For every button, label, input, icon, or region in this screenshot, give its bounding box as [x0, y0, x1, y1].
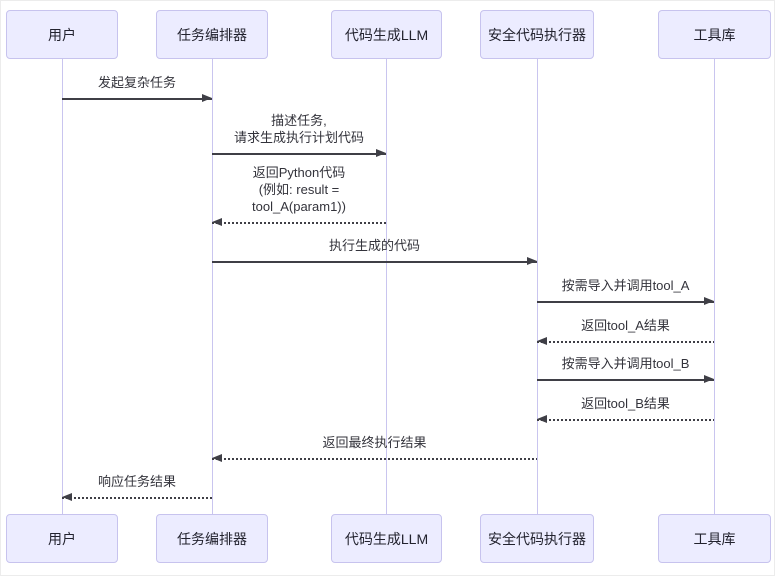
message-arrowhead-2: [376, 149, 386, 157]
actor-box-top-4: 安全代码执行器: [480, 10, 594, 59]
actor-label: 工具库: [693, 26, 736, 43]
actor-label: 代码生成LLM: [344, 26, 429, 43]
message-arrowhead-1: [202, 94, 212, 102]
lifeline-4: [536, 59, 538, 514]
actor-label: 工具库: [693, 530, 736, 547]
actor-box-bottom-3: 代码生成LLM: [331, 514, 442, 563]
message-arrowhead-4: [527, 257, 537, 265]
message-label-7: 按需导入并调用tool_B: [561, 356, 690, 371]
actor-box-bottom-1: 用户: [6, 514, 118, 563]
message-line-9: [212, 458, 537, 460]
actor-label: 代码生成LLM: [344, 530, 429, 547]
message-arrowhead-9: [212, 454, 222, 462]
message-label-4: 执行生成的代码: [328, 238, 421, 253]
message-label-8: 返回tool_B结果: [581, 396, 670, 411]
lifeline-1: [61, 59, 63, 514]
message-arrowhead-6: [537, 337, 547, 345]
message-line-10: [62, 497, 212, 499]
actor-box-top-5: 工具库: [658, 10, 771, 59]
message-arrowhead-10: [62, 493, 72, 501]
actor-label: 用户: [48, 26, 76, 43]
message-label-3: 返回Python代码 (例如: result = tool_A(param1)): [252, 165, 346, 214]
message-line-7: [537, 379, 714, 381]
message-label-1: 发起复杂任务: [97, 75, 177, 90]
actor-box-top-1: 用户: [6, 10, 118, 59]
message-line-4: [212, 261, 537, 263]
message-label-10: 响应任务结果: [97, 474, 177, 489]
actor-label: 任务编排器: [177, 26, 247, 43]
actor-box-top-2: 任务编排器: [156, 10, 268, 59]
message-arrowhead-7: [704, 375, 714, 383]
message-line-8: [537, 419, 714, 421]
message-label-5: 按需导入并调用tool_A: [561, 278, 690, 293]
lifeline-3: [385, 59, 387, 514]
actor-label: 安全代码执行器: [488, 530, 586, 547]
actor-box-bottom-5: 工具库: [658, 514, 771, 563]
lifeline-5: [713, 59, 715, 514]
message-label-6: 返回tool_A结果: [581, 318, 670, 333]
message-line-5: [537, 301, 714, 303]
actor-label: 用户: [48, 530, 76, 547]
message-label-2: 描述任务, 请求生成执行计划代码: [233, 113, 365, 145]
lifeline-2: [211, 59, 213, 514]
actor-label: 安全代码执行器: [488, 26, 586, 43]
actor-box-top-3: 代码生成LLM: [331, 10, 442, 59]
message-arrowhead-5: [704, 297, 714, 305]
message-line-6: [537, 341, 714, 343]
actor-box-bottom-2: 任务编排器: [156, 514, 268, 563]
actor-label: 任务编排器: [177, 530, 247, 547]
message-line-2: [212, 153, 386, 155]
message-arrowhead-3: [212, 218, 222, 226]
actor-box-bottom-4: 安全代码执行器: [480, 514, 594, 563]
message-label-9: 返回最终执行结果: [322, 435, 427, 450]
message-arrowhead-8: [537, 415, 547, 423]
message-line-1: [62, 98, 212, 100]
message-line-3: [212, 222, 386, 224]
